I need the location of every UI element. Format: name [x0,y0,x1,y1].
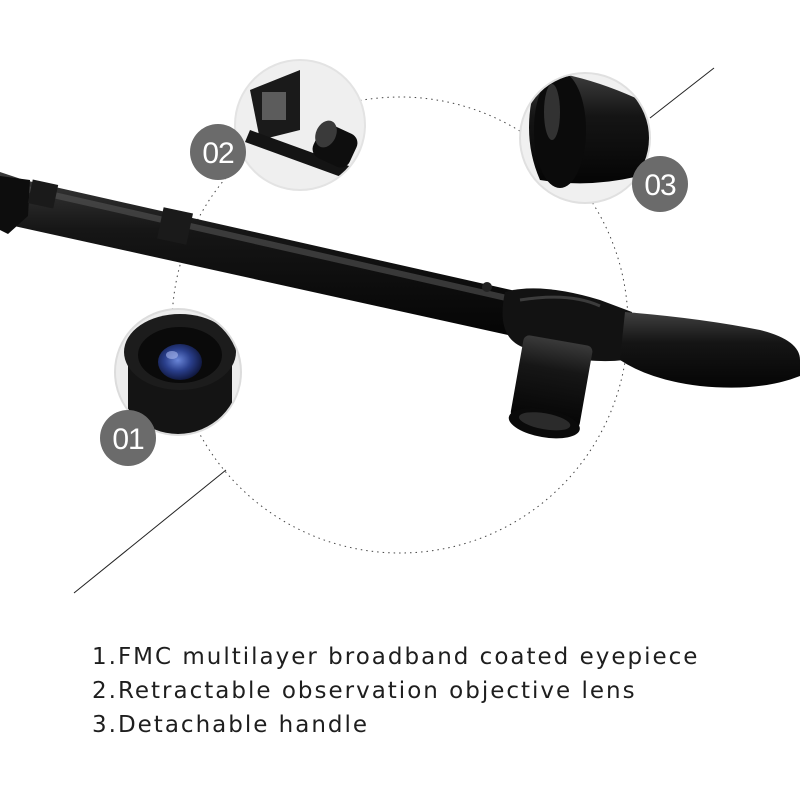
accent-line-bottom [73,469,227,594]
callout-label-03: 03 [644,169,676,202]
feature-item-2: 2.Retractable observation objective lens [92,678,637,704]
detail-photo-handle [519,72,651,204]
callout-badge-01: 01 [100,410,156,466]
feature-item-1: 1.FMC multilayer broadband coated eyepie… [92,644,700,670]
callout-badge-02: 02 [190,124,246,180]
callout-badge-03: 03 [632,156,688,212]
feature-list: 1.FMC multilayer broadband coated eyepie… [92,640,782,742]
feature-item-3: 3.Detachable handle [92,712,370,738]
detail-photo-objective [234,59,366,191]
callout-label-01: 01 [112,423,144,456]
accent-line-top [649,67,715,119]
callout-label-02: 02 [202,137,234,170]
detail-photo-eyepiece [114,308,242,436]
monocular-body [0,172,800,439]
